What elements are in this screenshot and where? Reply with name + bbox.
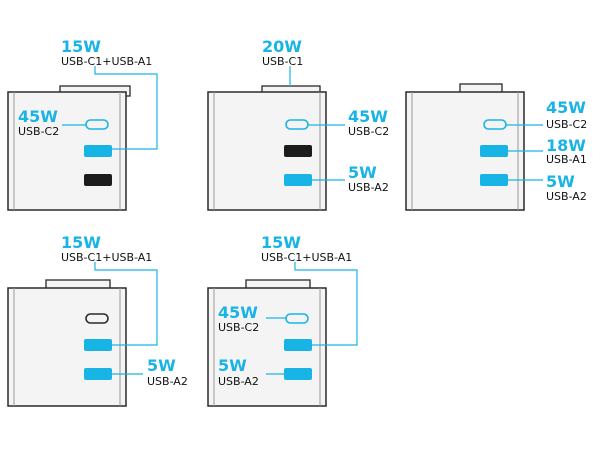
leader-line	[94, 262, 158, 346]
diagram-5: 15W USB-C1+USB-A1 45W USB-C2 5W USB-A2	[207, 233, 358, 407]
wattage-label: 15W	[261, 233, 301, 252]
port-label: USB-A2	[147, 375, 188, 388]
usb-a-port-inactive	[84, 174, 112, 186]
usb-a-port	[84, 368, 112, 380]
port-label: USB-A2	[348, 181, 389, 194]
wattage-label: 18W	[546, 136, 586, 155]
port-label: USB-C2	[18, 125, 59, 138]
wattage-label: 45W	[348, 107, 388, 126]
wattage-label: 5W	[147, 356, 176, 375]
port-label: USB-C1+USB-A1	[61, 251, 152, 264]
usb-a-port	[84, 145, 112, 157]
wattage-label: 15W	[61, 233, 101, 252]
usb-a-port	[84, 339, 112, 351]
leader-line	[294, 262, 358, 346]
port-label: USB-C1+USB-A1	[61, 55, 152, 68]
leader-line	[94, 66, 158, 150]
usb-a-port	[284, 174, 312, 186]
port-label: USB-C1+USB-A1	[261, 251, 352, 264]
port-label: USB-A2	[218, 375, 259, 388]
port-label: USB-C2	[218, 321, 259, 334]
wattage-label: 45W	[546, 98, 586, 117]
wattage-label: 5W	[546, 172, 575, 191]
port-label: USB-C2	[348, 125, 389, 138]
usb-a-port	[284, 368, 312, 380]
port-label: USB-A1	[546, 153, 587, 166]
wattage-label: 20W	[262, 37, 302, 56]
wattage-label: 45W	[18, 107, 58, 126]
wattage-label: 5W	[348, 163, 377, 182]
usb-a-port-inactive	[284, 145, 312, 157]
diagram-2: 20W USB-C1 45W USB-C2 5W USB-A2	[207, 37, 389, 211]
usb-a-port	[284, 339, 312, 351]
usb-a-port	[480, 174, 508, 186]
wattage-label: 5W	[218, 356, 247, 375]
usb-a-port	[480, 145, 508, 157]
port-label: USB-A2	[546, 190, 587, 203]
port-label: USB-C1	[262, 55, 303, 68]
diagram-3: 45W USB-C2 18W USB-A1 5W USB-A2	[405, 83, 587, 211]
usb-c-port	[85, 313, 109, 324]
diagram-4: 15W USB-C1+USB-A1 5W USB-A2	[7, 233, 188, 407]
wattage-label: 15W	[61, 37, 101, 56]
wattage-label: 45W	[218, 303, 258, 322]
diagram-1: 15W USB-C1+USB-A1 45W USB-C2	[7, 37, 158, 211]
port-label: USB-C2	[546, 118, 587, 131]
